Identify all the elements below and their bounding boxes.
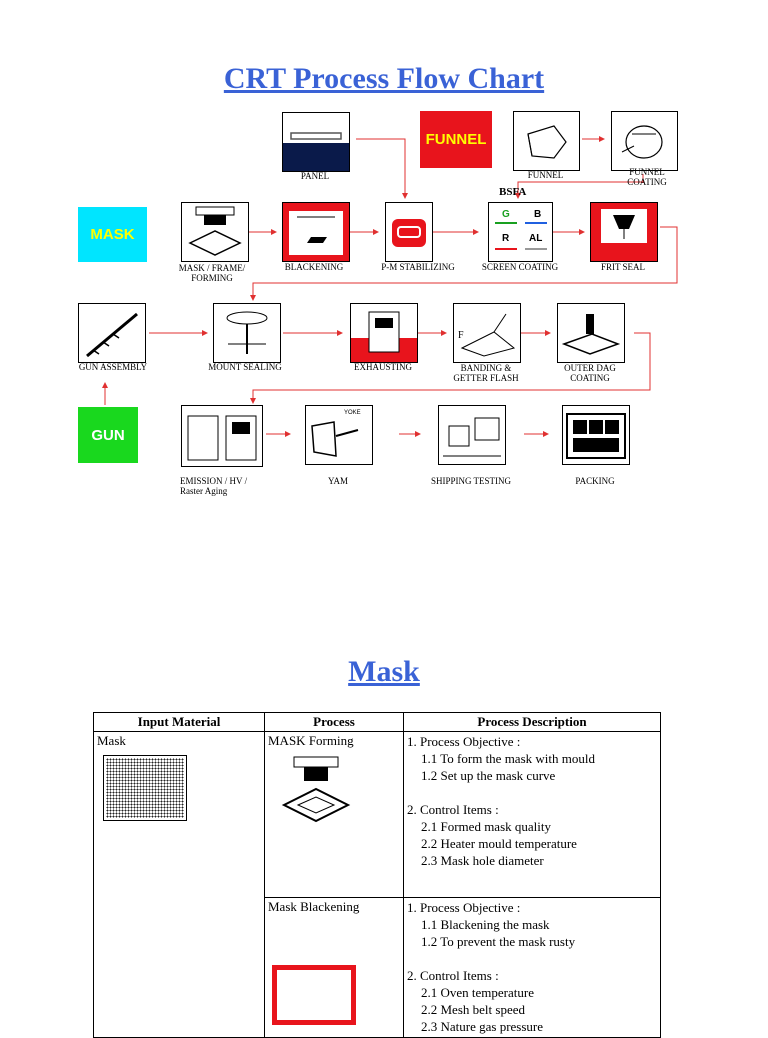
gun-illustration (86, 312, 138, 358)
bsfa-label: BSFA (499, 186, 527, 198)
funnel-image (513, 111, 580, 171)
control-item: 2.2 Mesh belt speed (421, 1002, 525, 1017)
shipping-testing-image (438, 405, 506, 465)
process-cell: MASK Forming (264, 731, 404, 898)
yoke-text: YOKE (344, 410, 361, 416)
exhausting-image (350, 303, 418, 363)
blackening-image (282, 202, 350, 262)
shipping-testing-illustration (443, 417, 501, 457)
process-name: Mask Blackening (268, 899, 360, 914)
process-table: Input Material Process Process Descripti… (93, 712, 661, 1038)
outer-dag-illustration (561, 314, 621, 355)
mask-frame-forming-image (181, 202, 249, 262)
control-item: 2.1 Oven temperature (421, 985, 534, 1000)
process-cell: Mask Blackening (264, 897, 404, 1038)
packing-image (562, 405, 630, 465)
funnel-illustration (527, 125, 567, 159)
shipping-testing-label: SHIPPING TESTING (430, 476, 512, 486)
mount-sealing-image (213, 303, 281, 363)
page-title: CRT Process Flow Chart (223, 62, 545, 95)
material-name: Mask (97, 733, 126, 748)
objective-title: 1. Process Objective : (407, 900, 521, 915)
frit-seal-illustration (601, 209, 647, 243)
screen-coating-illustration (495, 222, 547, 250)
section-title: Mask (348, 655, 420, 688)
mask-sample-image (103, 755, 187, 821)
description-cell: 1. Process Objective : 1.1 To form the m… (403, 731, 661, 898)
control-item: 2.3 Mask hole diameter (421, 853, 544, 868)
mask-blackening-image (272, 965, 356, 1025)
panel-label: PANEL (300, 171, 330, 181)
screen-letter-b: B (534, 209, 542, 220)
press-illustration (188, 206, 242, 256)
mask-box: MASK (78, 207, 147, 262)
mount-sealing-illustration (226, 311, 268, 354)
table-row: Mask MASK Forming 1. Process Objective :… (93, 731, 661, 1038)
pm-stabilizing-label: P-M STABILIZING (381, 262, 455, 272)
header-process: Process (264, 712, 404, 732)
objective-item: 1.2 To prevent the mask rusty (421, 934, 576, 949)
material-cell: Mask (93, 731, 265, 1038)
outer-dag-image (557, 303, 625, 363)
panel-illustration (283, 132, 349, 171)
gun-assembly-image (78, 303, 146, 363)
banding-label: BANDING &GETTER FLASH (453, 363, 519, 383)
frit-seal-label: FRIT SEAL (600, 262, 646, 272)
objective-item: 1.1 Blackening the mask (421, 917, 550, 932)
gun-box: GUN (78, 407, 138, 463)
yam-label: YAM (327, 476, 348, 486)
control-item: 2.3 Nature gas pressure (421, 1019, 544, 1034)
banding-letter: F (458, 330, 464, 341)
banding-illustration (460, 313, 516, 357)
packing-label: PACKING (575, 476, 615, 486)
header-input-material: Input Material (93, 712, 265, 732)
screen-letter-g: G (502, 209, 510, 220)
objective-item: 1.2 Set up the mask curve (421, 768, 556, 783)
yam-illustration (311, 421, 359, 457)
screen-coating-label: SCREEN COATING (481, 262, 559, 272)
table-header-row: Input Material Process Process Descripti… (93, 712, 661, 732)
oven-illustration (289, 211, 343, 255)
control-item: 2.1 Formed mask quality (421, 819, 551, 834)
exhausting-illustration (351, 311, 417, 362)
control-title: 2. Control Items : (407, 968, 499, 983)
gun-assembly-label: GUN ASSEMBLY (78, 362, 148, 372)
funnel-coating-illustration (621, 125, 663, 159)
funnel-label: FUNNEL (527, 170, 564, 180)
emission-image (181, 405, 263, 467)
objective-item: 1.1 To form the mask with mould (421, 751, 595, 766)
emission-label: EMISSION / HV /Raster Aging (180, 476, 248, 496)
panel-image (282, 112, 350, 172)
header-process-description: Process Description (403, 712, 661, 732)
funnel-box: FUNNEL (420, 111, 492, 168)
mount-sealing-label: MOUNT SEALING (208, 362, 282, 372)
blackening-label: BLACKENING (284, 262, 344, 272)
banding-image: F (453, 303, 521, 363)
arrow-lines (102, 136, 678, 437)
emission-illustration (187, 415, 257, 461)
screen-coating-image: G B R AL (488, 202, 553, 262)
screen-letter-r: R (502, 233, 510, 244)
control-item: 2.2 Heater mould temperature (421, 836, 577, 851)
funnel-coating-image (611, 111, 678, 171)
pm-illustration (392, 219, 426, 247)
screen-letter-al: AL (529, 233, 543, 244)
mask-forming-illustration (281, 756, 351, 823)
yam-image: YOKE (305, 405, 373, 465)
process-name: MASK Forming (268, 733, 354, 748)
flow-arrows (102, 136, 678, 437)
objective-title: 1. Process Objective : (407, 734, 521, 749)
description-cell: 1. Process Objective : 1.1 Blackening th… (403, 897, 661, 1038)
exhausting-label: EXHAUSTING (354, 362, 412, 372)
pm-stabilizing-image (385, 202, 433, 262)
control-title: 2. Control Items : (407, 802, 499, 817)
frit-seal-image (590, 202, 658, 262)
packing-illustration (566, 413, 626, 459)
mask-frame-forming-label: MASK / FRAME/FORMING (178, 263, 246, 283)
